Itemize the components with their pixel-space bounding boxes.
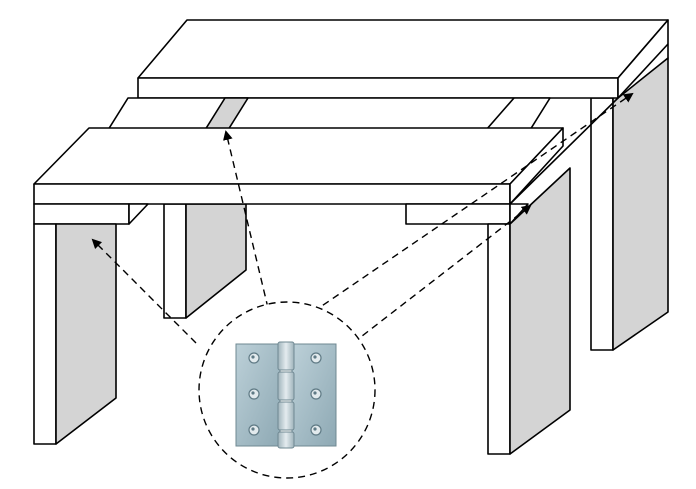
door-hinge-icon — [235, 341, 337, 449]
dashed-arrow — [223, 130, 269, 309]
support-rail-left — [33, 203, 149, 225]
front-left-leg — [33, 223, 117, 445]
back-top-panel — [137, 19, 669, 99]
middle-slats — [107, 97, 551, 131]
dashed-arrow — [91, 238, 197, 344]
dashed-arrow — [312, 92, 634, 313]
front-right-leg — [487, 167, 571, 455]
back-left-leg — [163, 203, 247, 319]
front-top-panel — [33, 97, 619, 205]
back-right-leg — [590, 57, 669, 351]
dashed-arrow — [352, 204, 532, 344]
callout-arrows — [91, 92, 634, 344]
